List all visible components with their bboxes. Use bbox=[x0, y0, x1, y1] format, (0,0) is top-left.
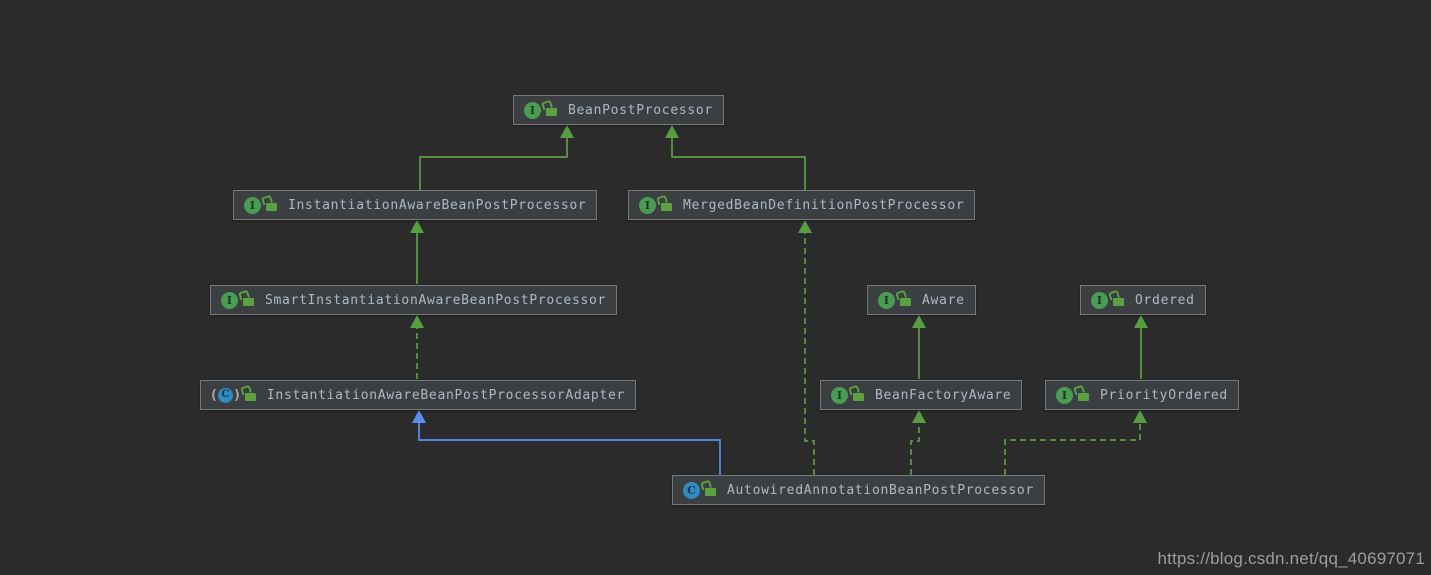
interface-icon bbox=[524, 101, 541, 119]
edge-autowired-implements-beanfactoryaware bbox=[910, 423, 920, 475]
node-merged-bean-definition-post-processor[interactable]: MergedBeanDefinitionPostProcessor bbox=[628, 190, 976, 220]
arrowhead-icon bbox=[1133, 410, 1147, 423]
public-lock-icon bbox=[244, 393, 256, 401]
watermark-url: https://blog.csdn.net/qq_40697071 bbox=[1157, 549, 1425, 568]
arrowhead-icon bbox=[912, 315, 926, 328]
interface-icon bbox=[221, 291, 238, 309]
arrowhead-icon bbox=[665, 125, 679, 138]
edge-mergedbeandefinition-extends-beanpostprocessor bbox=[671, 138, 806, 190]
node-label: AutowiredAnnotationBeanPostProcessor bbox=[727, 482, 1034, 498]
node-label: SmartInstantiationAwareBeanPostProcessor bbox=[265, 292, 607, 308]
node-label: PriorityOrdered bbox=[1100, 387, 1228, 403]
node-label: BeanFactoryAware bbox=[875, 387, 1012, 403]
edge-autowired-implements-mergedbeandefinition bbox=[804, 233, 815, 475]
node-aware[interactable]: Aware bbox=[867, 285, 976, 315]
interface-icon bbox=[1091, 291, 1108, 309]
node-bean-factory-aware[interactable]: BeanFactoryAware bbox=[820, 380, 1023, 410]
public-lock-icon bbox=[1113, 298, 1124, 306]
node-autowired-annotation-bean-post-processor[interactable]: AutowiredAnnotationBeanPostProcessor bbox=[672, 475, 1045, 505]
node-priority-ordered[interactable]: PriorityOrdered bbox=[1045, 380, 1239, 410]
interface-icon bbox=[244, 196, 261, 214]
node-label: BeanPostProcessor bbox=[568, 102, 713, 118]
node-label: InstantiationAwareBeanPostProcessor bbox=[288, 197, 587, 213]
interface-icon bbox=[831, 386, 848, 404]
node-label: Ordered bbox=[1135, 292, 1195, 308]
edge-autowired-implements-priorityordered bbox=[1004, 423, 1141, 475]
public-lock-icon bbox=[1078, 393, 1089, 401]
interface-icon bbox=[639, 196, 656, 214]
public-lock-icon bbox=[243, 298, 254, 306]
abstract-class-icon: () bbox=[211, 387, 240, 403]
arrowhead-icon bbox=[1134, 315, 1148, 328]
edge-instantiationaware-extends-beanpostprocessor bbox=[419, 138, 568, 190]
arrowhead-icon bbox=[410, 315, 424, 328]
class-icon bbox=[683, 481, 700, 499]
public-lock-icon bbox=[266, 203, 277, 211]
node-label: Aware bbox=[922, 292, 965, 308]
node-label: MergedBeanDefinitionPostProcessor bbox=[683, 197, 965, 213]
interface-icon bbox=[1056, 386, 1073, 404]
edge-autowired-extends-adapter bbox=[418, 423, 721, 475]
arrowhead-icon bbox=[912, 410, 926, 423]
node-instantiation-aware-bean-post-processor-adapter[interactable]: () InstantiationAwareBeanPostProcessorAd… bbox=[200, 380, 637, 410]
interface-icon bbox=[878, 291, 895, 309]
node-label: InstantiationAwareBeanPostProcessorAdapt… bbox=[266, 387, 626, 403]
public-lock-icon bbox=[900, 298, 911, 306]
arrowhead-icon bbox=[798, 220, 812, 233]
node-ordered[interactable]: Ordered bbox=[1080, 285, 1206, 315]
public-lock-icon bbox=[853, 393, 864, 401]
arrowhead-icon bbox=[412, 410, 426, 423]
public-lock-icon bbox=[705, 488, 716, 496]
public-lock-icon bbox=[661, 203, 672, 211]
arrowhead-icon bbox=[410, 220, 424, 233]
arrowhead-icon bbox=[560, 125, 574, 138]
node-bean-post-processor[interactable]: BeanPostProcessor bbox=[513, 95, 724, 125]
node-smart-instantiation-aware-bean-post-processor[interactable]: SmartInstantiationAwareBeanPostProcessor bbox=[210, 285, 618, 315]
node-instantiation-aware-bean-post-processor[interactable]: InstantiationAwareBeanPostProcessor bbox=[233, 190, 598, 220]
public-lock-icon bbox=[546, 108, 557, 116]
